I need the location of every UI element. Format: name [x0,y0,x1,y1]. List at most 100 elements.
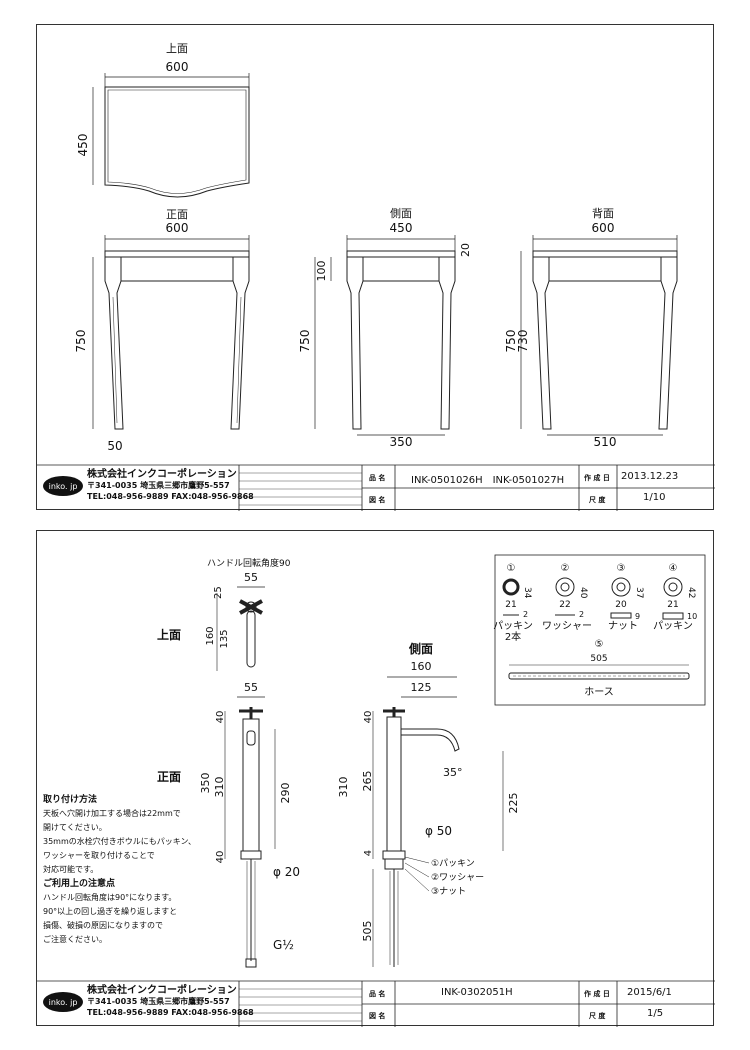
notes-line: 開けてください。 [43,823,107,832]
faucet-top-view-title: 上面 [157,627,181,642]
back-width-dim: 600 [592,221,615,235]
date-label: 作 成 日 [584,990,610,998]
faucet-side-d4: 4 [363,850,374,856]
faucet-front-d40: 40 [215,711,226,724]
notes-line: 天板へ穴開け加工する場合は22mmで [43,809,181,818]
company-tel: TEL:048-956-9889 FAX:048-956-9868 [87,492,254,501]
product-code: INK-0302051H [441,987,513,998]
callout-packing: ①パッキン [431,858,475,869]
part-3-diameter: 20 [615,600,627,610]
faucet-top-width-dim: 55 [244,571,258,584]
tabletop-outline [104,86,250,198]
part-2-num: ② [561,563,570,574]
company-logo: inko. jp [43,476,83,496]
parts-box [494,554,706,706]
part-4-height: 42 [686,587,696,598]
faucet-front-phi: φ 20 [273,865,300,879]
faucet-front-thread: G½ [273,938,294,952]
top-depth-dim: 450 [76,134,90,157]
faucet-front-d290: 290 [279,783,292,804]
product-code: INK-0501026H INK-0501027H [411,475,565,486]
faucet-side-spout-dim: 125 [411,681,432,694]
part-2-diameter: 22 [559,600,570,610]
hose-num: ⑤ [595,639,604,650]
faucet-drawing-sheet: ハンドル回転角度90 55 25 135 160 上面 55 350 310 [36,530,715,1027]
faucet-front-width-dim: 55 [244,681,258,694]
faucet-front-view [239,707,263,968]
side-top-thickness-dim: 20 [459,243,472,257]
part-3-name: ナット [608,620,638,632]
side-view-table [346,250,456,430]
faucet-front-view-title: 正面 [157,770,181,784]
faucet-drawing: ハンドル回転角度90 55 25 135 160 上面 55 350 310 [37,554,715,1027]
part-4-diameter: 21 [667,600,678,610]
part-2: ② 22 40 2 ワッシャー [542,563,592,632]
part-4: ④ 21 42 10 パッキン [653,563,697,632]
scale-label: 尺 度 [589,1012,606,1020]
part-2-name: ワッシャー [542,621,592,632]
part-1-diameter: 21 [505,600,516,610]
date-value: 2015/6/1 [627,987,672,998]
part-5-hose: ⑤ 505 ホース [508,639,690,698]
faucet-top-d160: 160 [205,626,216,645]
front-view-table [104,250,250,430]
part-2-thickness: 2 [579,610,584,619]
top-view-title: 上面 [166,42,188,55]
faucet-side-d265: 265 [361,771,374,792]
notes-line: 対応可能です。 [43,865,99,874]
hose-length: 505 [590,654,607,664]
part-1-height: 34 [522,587,532,599]
company-name: 株式会社インクコーポレーション [87,985,237,996]
company-tel: TEL:048-956-9889 FAX:048-956-9868 [87,1008,254,1017]
product-label: 品 名 [369,990,386,998]
company-info: 株式会社インクコーポレーション 〒341-0035 埼玉県三郷市鷹野5-557 … [87,985,254,1018]
notes-heading-caution: ご利用上の注意点 [43,879,116,889]
date-label: 作 成 日 [584,474,610,482]
company-address: 〒341-0035 埼玉県三郷市鷹野5-557 [87,997,230,1006]
part-2-height: 40 [578,587,588,599]
back-height2-dim: 730 [516,330,530,353]
part-1-num: ① [507,563,516,574]
faucet-top-view [239,599,263,668]
part-3-height: 37 [634,587,644,598]
side-apron-dim: 100 [315,261,328,282]
notes-line: ハンドル回転角度は90°になります。 [43,893,177,902]
top-width-dim: 600 [166,60,189,74]
scale-label: 尺 度 [589,496,606,504]
side-view-title: 側面 [390,207,412,220]
scale-value: 1/5 [647,1008,664,1019]
table-drawing-sheet: 上面 600 450 正面 600 750 50 側面 450 [36,24,715,511]
part-3-num: ③ [617,563,626,574]
front-view-title: 正面 [166,208,188,221]
notes-line: ワッシャーを取り付けることで [43,851,155,860]
notes-heading-install: 取り付け方法 [43,795,98,805]
faucet-top-d25: 25 [213,586,224,599]
product-label: 品 名 [369,474,386,482]
faucet-side-view-title: 側面 [408,641,433,656]
titleblock2-grid [37,980,715,1027]
side-leg-span-dim: 350 [390,435,413,449]
side-height-dim: 750 [298,330,312,353]
callout-nut: ③ナット [431,886,466,897]
part-4-name: パッキン [653,620,693,632]
scale-value: 1/10 [643,492,666,503]
faucet-front-d350: 350 [199,773,212,794]
company-info: 株式会社インクコーポレーション 〒341-0035 埼玉県三郷市鷹野5-557 … [87,469,254,502]
part-3-thickness: 9 [635,612,640,621]
part-1-thickness: 2 [523,610,528,619]
notes-line: 損傷、破損の原因になりますので [43,921,163,930]
notes-line: ご注意ください。 [43,935,107,944]
faucet-side-d310: 310 [337,777,350,798]
callout-washer: ②ワッシャー [431,873,484,883]
front-leg-dim: 50 [107,439,122,453]
faucet-side-view [382,707,460,967]
back-view-table [532,250,678,430]
installation-notes: 取り付け方法 天板へ穴開け加工する場合は22mmで 開けてください。 35mmの… [43,793,196,947]
faucet-top-d135: 135 [219,629,230,648]
faucet-side-d505: 505 [361,921,374,942]
company-address: 〒341-0035 埼玉県三郷市鷹野5-557 [87,481,230,490]
faucet-side-d225: 225 [507,793,520,814]
part-4-num: ④ [669,563,678,574]
